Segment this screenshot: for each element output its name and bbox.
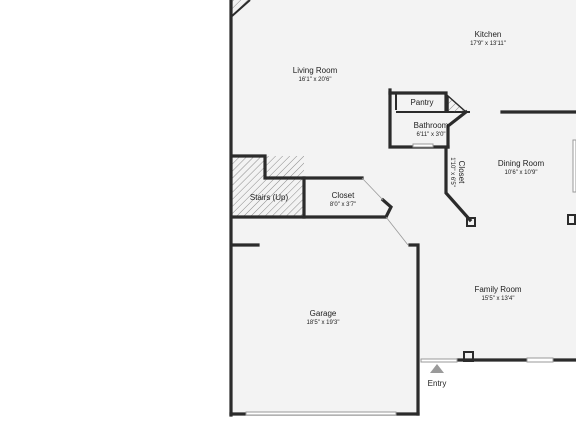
- dining-window: [572, 139, 576, 193]
- column-small-closet: [466, 217, 476, 227]
- bathroom-door: [412, 143, 434, 148]
- pantry-label: Pantry: [410, 98, 433, 107]
- closet-dims: 8'0" x 3'7": [330, 202, 356, 208]
- closet-label: Closet: [332, 191, 355, 200]
- kitchen-label: Kitchen: [475, 30, 502, 39]
- dining-room-dims: 10'6" x 10'9": [505, 170, 538, 176]
- stairs-label: Stairs (Up): [250, 193, 289, 202]
- wall-closet-bottom: [302, 197, 393, 219]
- floor-area: [231, 0, 576, 415]
- entry-label: Entry: [428, 379, 447, 388]
- small-closet-label: Closet: [457, 161, 466, 184]
- garage-entry-door: [385, 216, 409, 246]
- family-room-dims: 15'5" x 13'4": [482, 296, 515, 302]
- family-room-label: Family Room: [474, 285, 521, 294]
- living-room-label: Living Room: [293, 66, 338, 75]
- small-closet-dims: 1'10" x 6'5": [449, 157, 455, 187]
- small-closet-label-group: Closet 1'10" x 6'5": [449, 157, 466, 187]
- dining-room-label: Dining Room: [498, 159, 545, 168]
- entry-door-opening: [420, 358, 458, 363]
- wall-garage-east: [408, 243, 420, 416]
- corner-wall: [231, 0, 251, 17]
- entry-arrow-icon: [430, 364, 444, 373]
- closet-door-swing: [361, 177, 384, 201]
- family-window: [526, 357, 554, 363]
- wall-small-closet: [444, 148, 473, 223]
- garage-dims: 18'5" x 19'3": [307, 320, 340, 326]
- living-room-dims: 16'1" x 20'6": [299, 77, 332, 83]
- wall-bath-right: [446, 109, 469, 149]
- column-dining: [567, 214, 576, 225]
- kitchen-dims: 17'9" x 13'11": [470, 41, 506, 47]
- wall-stairs: [231, 154, 306, 219]
- column-family: [463, 351, 474, 362]
- garage-label: Garage: [310, 309, 337, 318]
- wall-pantry-top: [388, 91, 448, 112]
- bath-fixture: [447, 94, 468, 113]
- stairs-hatch: [232, 156, 304, 217]
- bathroom-label: Bathroom: [414, 121, 449, 130]
- garage-door-opening: [245, 411, 397, 416]
- bathroom-dims: 6'11" x 3'0": [416, 132, 445, 138]
